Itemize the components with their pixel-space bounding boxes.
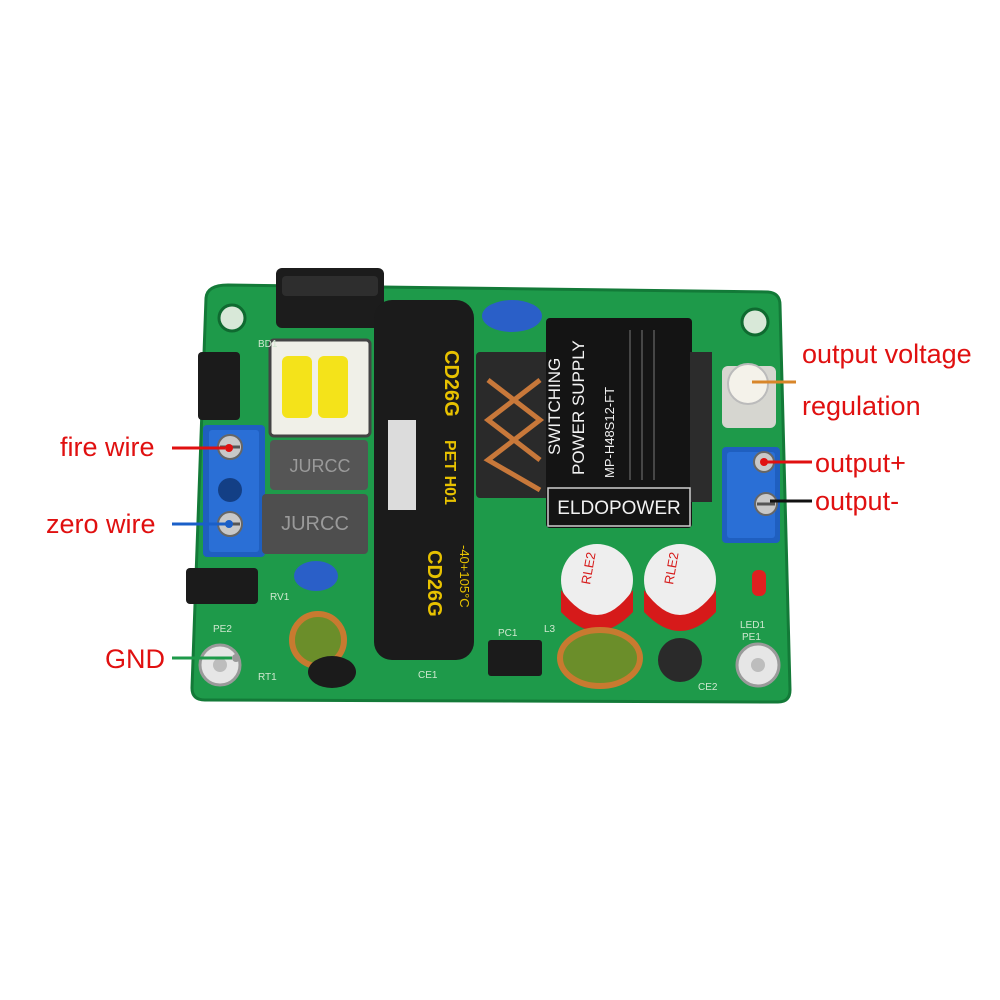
silkscreen-label: CE2 xyxy=(698,682,718,693)
silkscreen-label: RV1 xyxy=(270,592,290,603)
module-model: MP-H48S12-FT xyxy=(602,387,617,478)
regulation-label: regulation xyxy=(802,391,921,421)
small-capacitor xyxy=(658,638,702,682)
output-plus-label: output+ xyxy=(815,448,906,478)
bulk-capacitor: CD26G PET H01 CD26G -40+105°C xyxy=(374,300,474,660)
bridge-rectifier xyxy=(276,268,384,328)
fire-wire-label: fire wire xyxy=(60,432,155,462)
fuse-holder xyxy=(198,352,240,420)
capacitor-marking: CD26G xyxy=(423,550,445,617)
output-minus-label: output- xyxy=(815,486,900,516)
module-text: SWITCHING xyxy=(545,358,564,455)
inductor-lower: JURCC xyxy=(262,494,368,554)
optocoupler xyxy=(488,640,542,676)
led xyxy=(752,570,766,596)
y-capacitor xyxy=(482,300,542,332)
solid-capacitor-left: RLE2 xyxy=(561,544,633,631)
transformer xyxy=(268,338,372,438)
silkscreen-label: CE1 xyxy=(418,670,438,681)
flyback-transformer xyxy=(476,352,552,498)
solid-capacitor-right: RLE2 xyxy=(644,544,716,631)
silkscreen-label: RT1 xyxy=(258,672,277,683)
inductor-upper: JURCC xyxy=(270,440,368,490)
capacitor-marking: RLE2 xyxy=(661,551,681,586)
potentiometer xyxy=(722,363,776,428)
output-voltage-label: output voltage xyxy=(802,339,972,369)
module-text: POWER SUPPLY xyxy=(569,340,588,475)
y-capacitor xyxy=(294,561,338,591)
capacitor-marking: RLE2 xyxy=(578,551,598,586)
toroid-inductor xyxy=(308,656,356,688)
capacitor-marking: -40+105°C xyxy=(457,545,472,608)
mounting-hole xyxy=(217,303,247,333)
silkscreen-label: PE1 xyxy=(742,632,761,643)
capacitor-marking: CD26G xyxy=(440,350,462,417)
silkscreen-label: LED1 xyxy=(740,620,765,631)
input-terminal-block xyxy=(203,425,265,557)
module-brand: ELDOPOWER xyxy=(557,498,681,519)
capacitor-marking: PET H01 xyxy=(441,440,458,505)
silkscreen-label: PC1 xyxy=(498,628,518,639)
silkscreen-label: PE2 xyxy=(213,624,232,635)
zero-wire-label: zero wire xyxy=(46,509,156,539)
fuse xyxy=(186,568,258,604)
output-terminal-block xyxy=(722,447,780,543)
gnd-label: GND xyxy=(105,644,165,674)
mounting-hole xyxy=(740,307,770,337)
silkscreen-label: L3 xyxy=(544,624,556,635)
output-inductor xyxy=(557,627,643,689)
silkscreen-label: BD1 xyxy=(258,339,278,350)
power-supply-module: SWITCHING POWER SUPPLY MP-H48S12-FT ELDO… xyxy=(545,318,712,528)
inductor-marking: JURCC xyxy=(281,513,349,535)
inductor-marking: JURCC xyxy=(290,456,351,476)
